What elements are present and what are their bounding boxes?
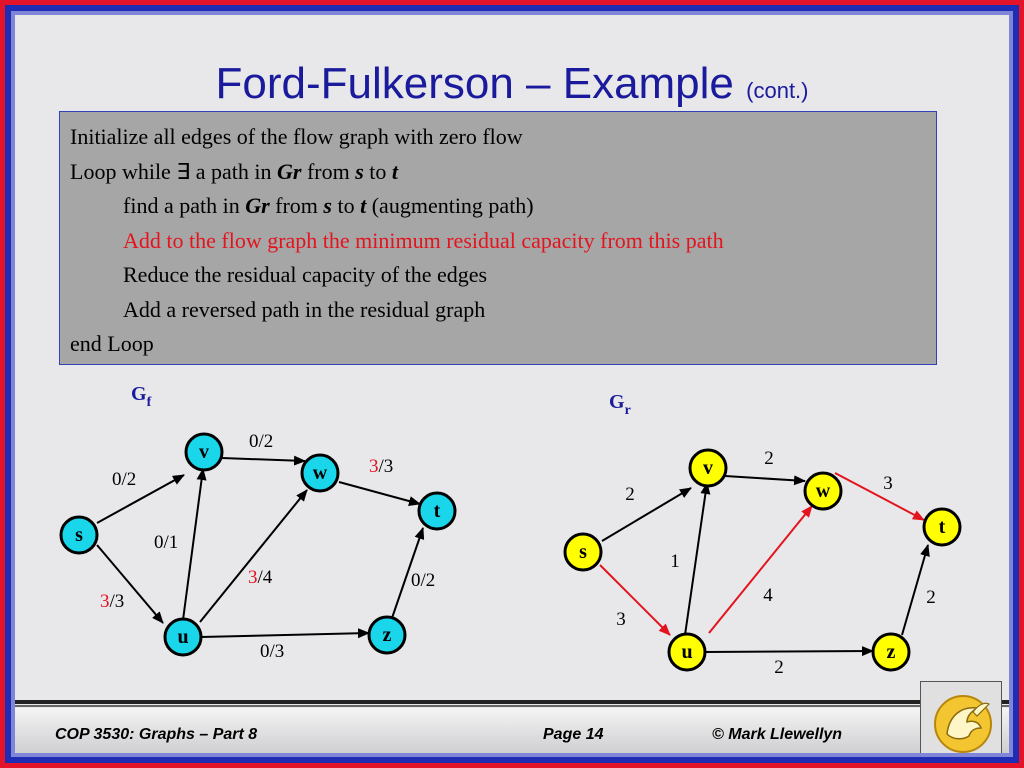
rg-label-u-v: 1 [670, 551, 680, 572]
residual-graph-edges [599, 472, 930, 657]
flow-graph-label: Gf [131, 383, 152, 410]
fg-label-u-v: 0/1 [154, 532, 178, 553]
svg-text:t: t [434, 500, 441, 522]
algo-line-3-text: find a path in [123, 193, 246, 218]
fg-edge-u-w [199, 489, 308, 623]
svg-text:v: v [703, 457, 713, 479]
rg-edge-u-v [684, 482, 711, 636]
algo-line-3-post: (augmenting path) [366, 193, 534, 218]
fg-edge-s-u [96, 544, 164, 624]
footer-author: © Mark Llewellyn [712, 726, 843, 743]
rg-label-s-u: 3 [616, 609, 626, 630]
title-main: Ford-Fulkerson – Example [215, 59, 734, 108]
algo-line-3-from: from [269, 193, 324, 218]
rg-node-u: u [667, 632, 707, 672]
fg-label-z-t: 0/2 [411, 570, 435, 591]
rg-node-w: w [803, 471, 843, 511]
algo-line-3-to: to [331, 193, 361, 218]
svg-text:t: t [939, 516, 946, 538]
svg-text:z: z [383, 624, 392, 646]
rg-edge-u-w [708, 505, 813, 634]
svg-text:s: s [579, 541, 587, 563]
rg-label-u-z: 2 [774, 657, 784, 678]
fg-node-v: v [184, 432, 224, 472]
ucf-pegasus-logo [920, 681, 1002, 753]
fg-node-t: t [417, 491, 457, 531]
svg-text:u: u [177, 626, 188, 648]
algo-line-2-text: Loop while ∃ a path in [70, 158, 277, 184]
rg-edge-v-w [724, 475, 806, 486]
residual-graph-nodes: s v w t u z [563, 448, 962, 672]
rg-edge-s-u [599, 564, 671, 636]
rg-edge-u-z [703, 646, 874, 657]
algo-line-3-s: s [323, 193, 332, 218]
svg-text:u: u [681, 641, 692, 663]
rg-label-u-w: 4 [763, 585, 773, 606]
footer: COP 3530: Graphs – Part 8 Page 14 © Mark… [15, 708, 1009, 753]
algo-line-3-gr: Gr [245, 193, 270, 218]
slide: Ford-Fulkerson – Example (cont.) Initial… [15, 15, 1009, 753]
svg-text:z: z [887, 641, 896, 663]
fg-label-w-t: 3/3 [369, 456, 393, 477]
residual-graph-edge-labels: 2 3 2 1 4 3 2 2 [616, 448, 936, 678]
slide-title: Ford-Fulkerson – Example (cont.) [15, 59, 1009, 116]
graphs-diagram: Gf 0/2 3/3 0/2 0/1 3/4 3/3 0/3 0/2 s v [59, 383, 962, 678]
fg-edge-u-z [200, 628, 370, 639]
algo-line-2-gr: Gr [276, 158, 302, 184]
algo-line-3-t: t [360, 193, 367, 218]
algo-line-2-s: s [355, 158, 364, 184]
flow-graph-nodes: s v w t u z [59, 432, 457, 657]
algorithm-box: Initialize all edges of the flow graph w… [59, 111, 937, 365]
fg-node-u: u [163, 617, 203, 657]
fg-edge-v-w [221, 455, 306, 466]
flow-graph-edge-labels: 0/2 3/3 0/2 0/1 3/4 3/3 0/3 0/2 [100, 431, 435, 662]
title-suffix: (cont.) [746, 78, 809, 103]
rg-node-t: t [922, 507, 962, 547]
fg-edge-s-v [96, 474, 185, 524]
algo-line-2-t: t [391, 158, 399, 184]
rg-node-s: s [563, 532, 603, 572]
fg-edge-u-v [182, 468, 207, 621]
rg-edge-w-t [834, 472, 925, 521]
algo-line-5: Reduce the residual capacity of the edge… [123, 262, 488, 287]
algo-line-4: Add to the flow graph the minimum residu… [123, 227, 724, 253]
algo-line-7: end Loop [70, 331, 154, 356]
fg-edge-z-t [391, 527, 425, 619]
rg-label-z-t: 2 [926, 587, 936, 608]
svg-text:w: w [313, 462, 328, 484]
footer-page: Page 14 [543, 726, 604, 743]
footer-rule [15, 700, 1009, 704]
fg-label-s-u: 3/3 [100, 591, 124, 612]
flow-graph-edges [96, 455, 425, 639]
rg-node-v: v [688, 448, 728, 488]
algo-line-2-to: to [363, 158, 392, 184]
fg-node-s: s [59, 515, 99, 555]
algo-line-3: find a path in Gr from s to t (augmentin… [70, 189, 926, 224]
fg-node-w: w [300, 453, 340, 493]
residual-graph-label: Gr [609, 391, 631, 418]
svg-text:w: w [816, 480, 831, 502]
fg-label-v-w: 0/2 [249, 431, 273, 452]
fg-label-s-v: 0/2 [112, 469, 136, 490]
fg-label-u-z: 0/3 [260, 641, 284, 662]
rg-label-w-t: 3 [883, 473, 893, 494]
rg-label-s-v: 2 [625, 484, 635, 505]
fg-label-u-w: 3/4 [248, 567, 273, 588]
algo-line-2-from: from [301, 158, 356, 184]
svg-text:v: v [199, 441, 209, 463]
algo-line-2: Loop while ∃ a path in Gr from s to t [70, 155, 926, 190]
svg-text:s: s [75, 524, 83, 546]
footer-course: COP 3530: Graphs – Part 8 [55, 726, 258, 743]
rg-edge-z-t [901, 544, 930, 636]
fg-node-z: z [367, 615, 407, 655]
rg-node-z: z [871, 632, 911, 672]
algo-line-1: Initialize all edges of the flow graph w… [70, 124, 523, 149]
fg-edge-w-t [338, 481, 421, 506]
rg-edge-s-v [601, 487, 692, 542]
footer-rule-thin [15, 705, 1009, 707]
pegasus-logo-icon [934, 695, 992, 753]
algo-line-6: Add a reversed path in the residual grap… [123, 296, 486, 322]
rg-label-v-w: 2 [764, 448, 774, 469]
